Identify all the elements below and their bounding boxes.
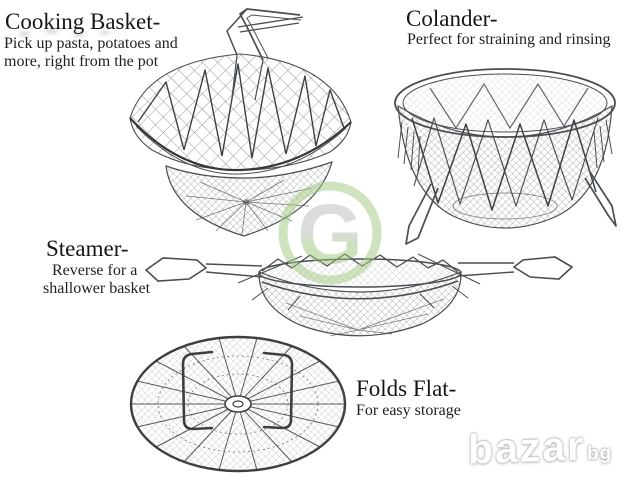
g-logo-watermark: G bbox=[278, 181, 382, 285]
cooking-basket-illustration bbox=[129, 8, 352, 237]
steamer-description-line-2: shallower basket bbox=[43, 280, 151, 297]
cooking-basket-description-line-1: Pick up pasta, potatoes and bbox=[4, 35, 178, 52]
folds-flat-illustration bbox=[129, 335, 347, 473]
steamer-description-line-1: Reverse for a bbox=[52, 262, 138, 279]
folds-flat-description: For easy storage bbox=[356, 402, 461, 419]
bazar-logo-text: bazar bbox=[468, 422, 586, 473]
cooking-basket-title: Cooking Basket- bbox=[5, 9, 161, 34]
steamer-title: Steamer- bbox=[46, 236, 129, 261]
colander-illustration bbox=[394, 68, 617, 245]
colander-description: Perfect for straining and rinsing bbox=[407, 31, 611, 48]
folds-flat-title: Folds Flat- bbox=[356, 376, 457, 401]
bazar-logo-suffix: bg bbox=[587, 442, 613, 465]
g-logo-letter: G bbox=[297, 187, 362, 281]
removed-watermark-smudge bbox=[14, 22, 122, 42]
cooking-basket-description-line-2: more, right from the pot bbox=[4, 53, 159, 70]
colander-title: Colander- bbox=[406, 6, 498, 31]
